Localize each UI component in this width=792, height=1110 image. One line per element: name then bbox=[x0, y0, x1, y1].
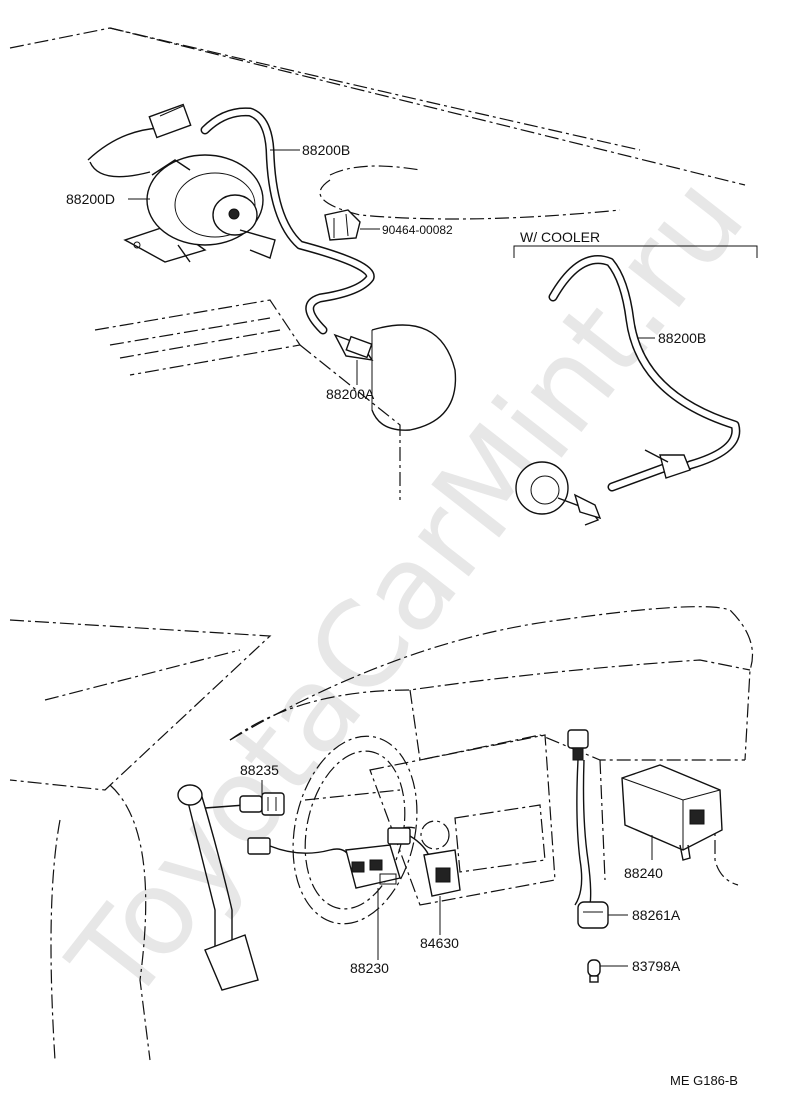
master-cylinder-housing bbox=[371, 324, 457, 431]
label-88200B-main: 88200B bbox=[302, 142, 350, 158]
label-88200B-cooler: 88200B bbox=[658, 330, 706, 346]
brake-pedal bbox=[177, 784, 259, 991]
label-88240: 88240 bbox=[624, 865, 663, 881]
bulb-83798A bbox=[587, 959, 628, 983]
vacuum-hose-88200B-cooler bbox=[548, 255, 741, 492]
cruise-switch-88230 bbox=[247, 837, 401, 960]
label-88200A: 88200A bbox=[326, 386, 375, 402]
label-88235: 88235 bbox=[240, 762, 279, 778]
label-w-cooler: W/ COOLER bbox=[520, 229, 600, 245]
bulb-socket-88261A bbox=[567, 729, 628, 929]
brake-booster-cooler bbox=[515, 461, 602, 526]
label-90464-00082: 90464-00082 bbox=[382, 223, 453, 237]
cruise-actuator-88200D bbox=[87, 103, 276, 263]
watermark-text: ToyotaCarMint.ru bbox=[43, 151, 771, 1028]
switch-84630 bbox=[387, 826, 461, 935]
clamp-90464-00082 bbox=[324, 209, 361, 241]
label-88200D: 88200D bbox=[66, 191, 115, 207]
lower-view-dash-outline bbox=[9, 606, 754, 1061]
check-valve-88200A bbox=[333, 333, 374, 361]
label-88230: 88230 bbox=[350, 960, 389, 976]
upper-view-body-outline bbox=[9, 27, 746, 500]
vacuum-hose-88200B bbox=[200, 107, 375, 335]
label-88261A: 88261A bbox=[632, 907, 681, 923]
label-84630: 84630 bbox=[420, 935, 459, 951]
stop-lamp-switch-88235 bbox=[204, 780, 285, 816]
part-labels: 88200B 88200D 90464-00082 88200A W/ COOL… bbox=[66, 142, 738, 1088]
cooler-group-bracket bbox=[513, 245, 758, 258]
cruise-computer-88240 bbox=[621, 764, 723, 861]
label-83798A: 83798A bbox=[632, 958, 681, 974]
reference-code: ME G186-B bbox=[670, 1073, 738, 1088]
